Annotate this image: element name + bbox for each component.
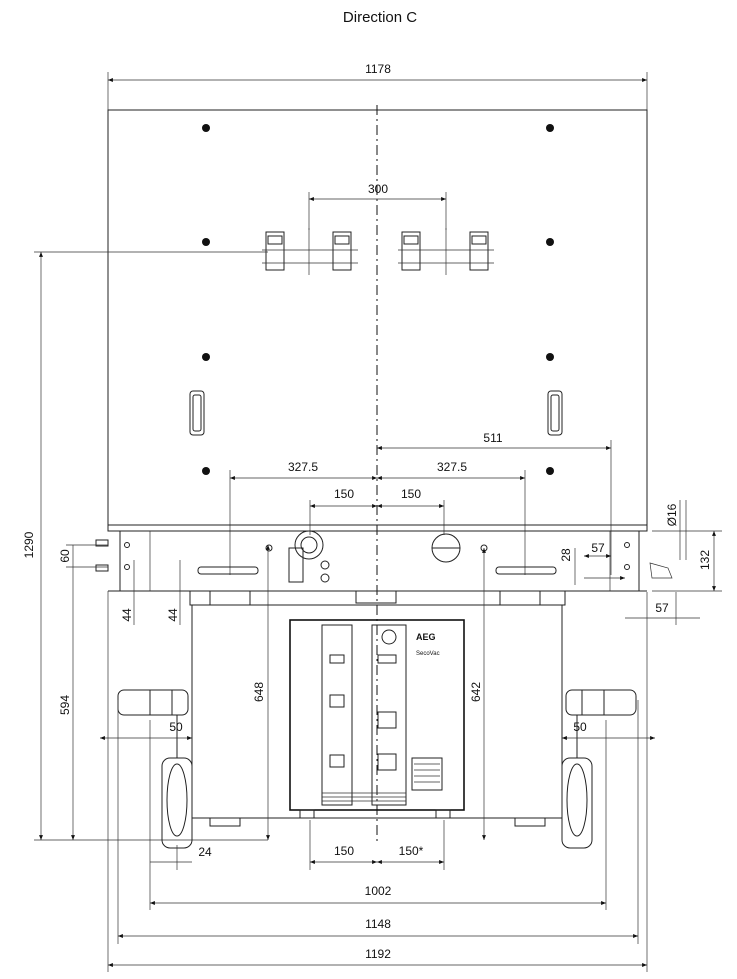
mounting-hole xyxy=(202,124,210,132)
contact-clamps-left xyxy=(262,228,358,275)
dimension-24: 24 xyxy=(150,845,212,870)
mounting-hole xyxy=(546,124,554,132)
dimension-511: 511 xyxy=(377,431,612,575)
mounting-hole xyxy=(202,238,210,246)
dim-label-150-bottom: 150 xyxy=(334,844,354,858)
dim-label-60: 60 xyxy=(58,549,72,563)
dim-label-57-bottom: 57 xyxy=(655,601,669,615)
dim-label-1002: 1002 xyxy=(365,884,392,898)
dimension-1290: 1290 xyxy=(22,251,268,841)
dimension-150-bottom: 150 150* xyxy=(309,820,445,870)
dimension-648-642: 648 642 xyxy=(252,545,486,840)
panel-model-label: SecoVac xyxy=(416,651,440,657)
dim-label-44-right: 44 xyxy=(166,608,180,622)
base-frame xyxy=(95,524,648,606)
mounting-hole xyxy=(546,238,554,246)
dim-label-1290: 1290 xyxy=(22,531,36,558)
dimension-1178: 1178 xyxy=(107,62,648,110)
dimension-left-side: 60 594 44 44 xyxy=(58,544,181,840)
dim-label-1178: 1178 xyxy=(365,62,391,76)
dim-label-511: 511 xyxy=(483,431,502,445)
handle xyxy=(189,390,205,436)
dim-label-150-upper-left: 150 xyxy=(334,487,354,501)
dim-label-594: 594 xyxy=(58,695,72,715)
dim-label-28: 28 xyxy=(559,548,573,562)
drawing-title: Direction C xyxy=(343,9,417,26)
wheel-left xyxy=(117,689,193,849)
mounting-hole xyxy=(202,467,210,475)
dim-label-300: 300 xyxy=(368,182,388,196)
dim-label-132: 132 xyxy=(698,550,712,570)
dim-label-57-top: 57 xyxy=(591,541,605,555)
mounting-hole xyxy=(546,467,554,475)
dimension-overall-widths: 1002 1148 1192 xyxy=(107,591,648,972)
dim-label-50-left: 50 xyxy=(169,720,183,734)
handle xyxy=(547,390,563,436)
dim-label-1148: 1148 xyxy=(365,917,391,931)
panel-brand-label: AEG xyxy=(416,632,436,642)
dimension-right-side: 132 Ø16 57 28 57 xyxy=(559,500,722,625)
dim-label-648: 648 xyxy=(252,682,266,702)
dim-label-150-upper-right: 150 xyxy=(401,487,421,501)
mounting-hole xyxy=(202,353,210,361)
top-plate xyxy=(107,105,648,845)
dim-label-44-left: 44 xyxy=(120,608,134,622)
truck-body xyxy=(191,604,563,827)
dimension-50: 50 50 xyxy=(100,720,655,740)
dim-label-50-right: 50 xyxy=(573,720,587,734)
dimension-327-5: 327.5 327.5 xyxy=(229,460,526,575)
dim-label-327-5-left: 327.5 xyxy=(288,460,318,474)
dimension-300: 300 xyxy=(308,182,447,230)
dim-label-1192: 1192 xyxy=(365,947,391,961)
dimension-150-upper: 150 150 xyxy=(309,487,445,535)
mounting-hole xyxy=(546,353,554,361)
dim-label-24: 24 xyxy=(198,845,212,859)
dim-label-327-5-right: 327.5 xyxy=(437,460,467,474)
dim-label-150-star: 150* xyxy=(399,844,424,858)
wheel-right xyxy=(561,689,637,849)
dim-label-d16: Ø16 xyxy=(665,503,679,526)
contact-clamps-right xyxy=(398,228,494,275)
breaker-front-panel: AEG SecoVac xyxy=(289,619,465,819)
dim-label-642: 642 xyxy=(469,682,483,702)
